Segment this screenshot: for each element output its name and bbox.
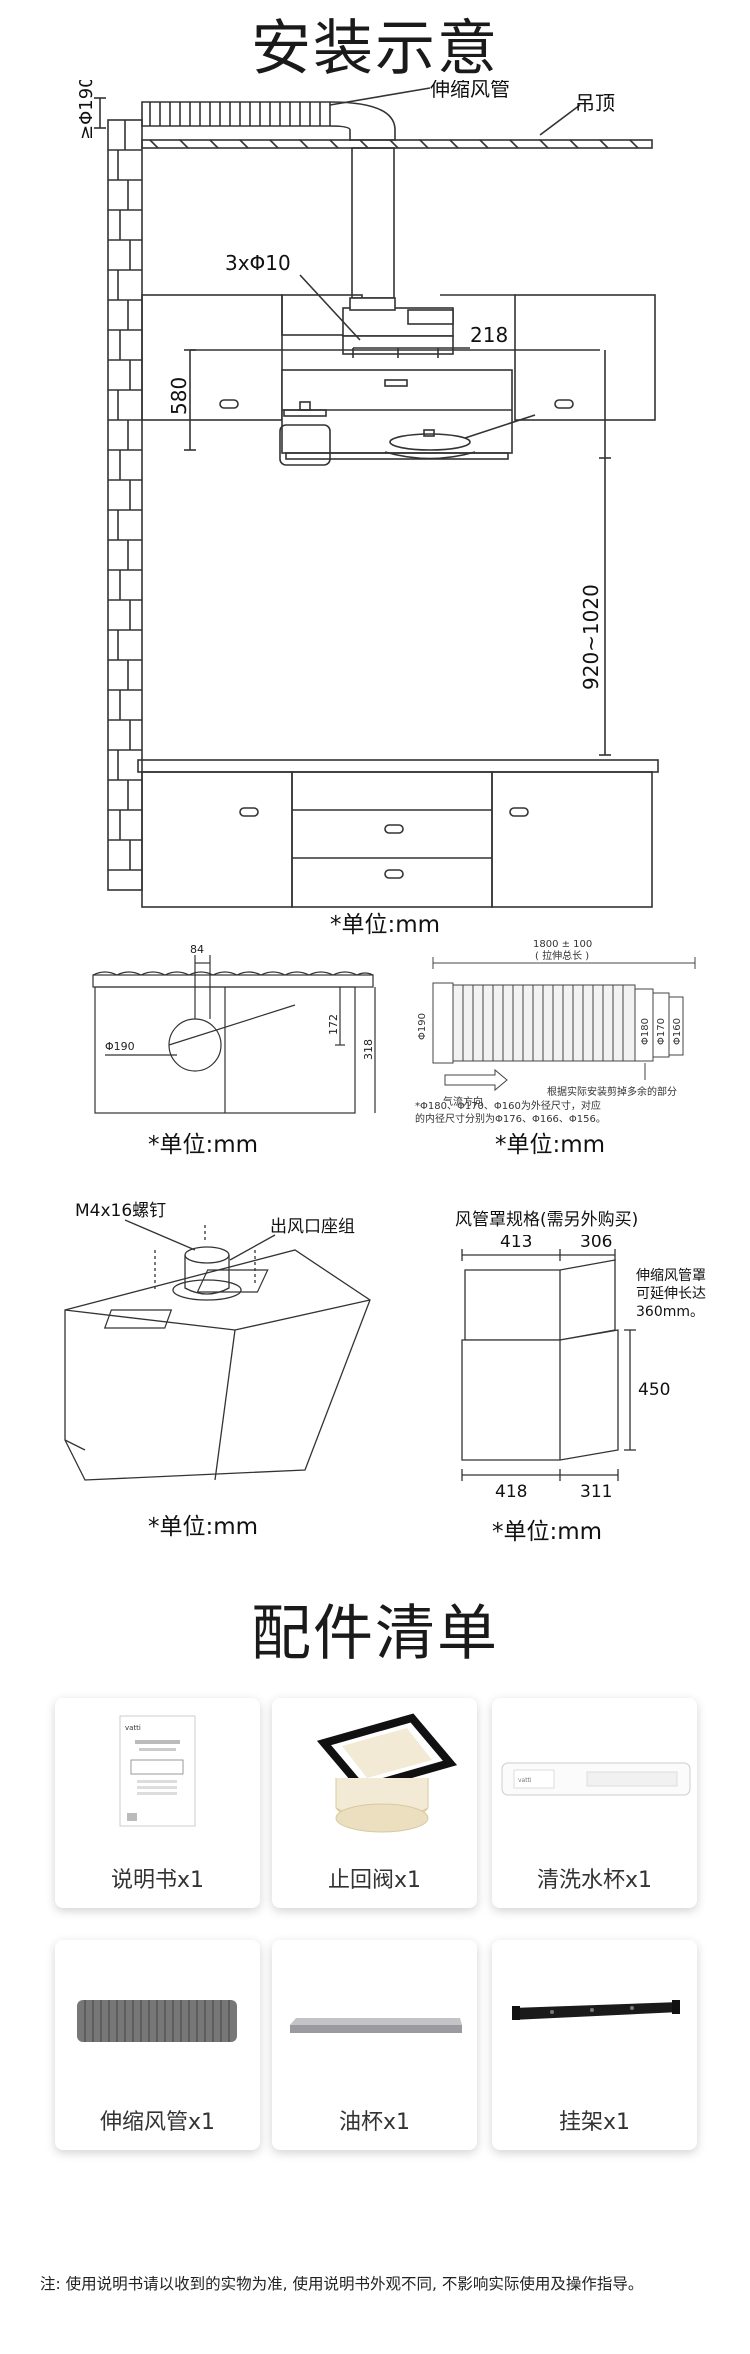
mounting-bracket-icon: [512, 2000, 680, 2020]
lower-cabinet-left: [141, 771, 293, 908]
pot: [279, 424, 331, 466]
hole-unit: *单位:mm: [148, 1132, 259, 1158]
upper-cabinet-right: [514, 294, 656, 421]
accessory-label-cleaning-cup: 清洗水杯x1: [536, 1868, 653, 1893]
outlet-unit: *单位:mm: [148, 1514, 259, 1540]
screws-label: 3xΦ10: [225, 251, 291, 275]
outlet-seat: [184, 1246, 230, 1264]
cover-note-3: 360mm。: [636, 1304, 704, 1320]
accessory-label-check-valve: 止回阀x1: [327, 1868, 422, 1893]
cover-note-1: 伸缩风管罩: [636, 1268, 706, 1284]
body-height-label: 580: [167, 377, 191, 415]
spacing-label: 218: [470, 323, 508, 347]
duct-diagram: 1800 ± 100 ( 拉伸总长 ) Φ190 Φ180 Φ170 Φ160 …: [415, 939, 696, 1125]
cover-lower: [461, 1329, 619, 1461]
accessory-label-oil-cup: 油杯x1: [338, 2110, 411, 2135]
airflow-label: 气流方向: [443, 1095, 483, 1108]
hole-dim-172: 172: [327, 1014, 340, 1035]
cover-unit: *单位:mm: [492, 1519, 603, 1545]
duct-height-label: ≥Φ190: [76, 80, 97, 140]
duct-dia-left: Φ190: [417, 1013, 428, 1040]
duct-dia-170: Φ170: [656, 1018, 667, 1045]
footer-note: 注: 使用说明书请以收到的实物为准, 使用说明书外观不同, 不影响实际使用及操作…: [40, 2275, 644, 2293]
install-title: 安装示意: [251, 14, 499, 84]
svg-text:vatti: vatti: [125, 1724, 141, 1732]
hole-dim-318: 318: [362, 1039, 375, 1060]
countertop: [137, 759, 659, 773]
duct-note-2: 的内径尺寸分别为Φ176、Φ166、Φ156。: [415, 1112, 606, 1125]
hood-body: [281, 369, 513, 454]
vertical-duct: [351, 147, 395, 299]
cover-diagram: 413 306 伸缩风管罩 可延伸长达 360mm。 450 418 311: [461, 1235, 706, 1502]
accessory-label-bracket: 挂架x1: [558, 2110, 631, 2135]
ceiling-label: 吊顶: [575, 91, 615, 115]
flex-duct-label: 伸缩风管: [430, 80, 510, 101]
brick-wall: [107, 119, 143, 891]
manual-icon: vatti: [119, 1715, 196, 1827]
cover-upper: [464, 1259, 616, 1341]
duct-length: 1800 ± 100: [533, 939, 592, 950]
install-unit: *单位:mm: [330, 912, 441, 938]
duct-length-note: ( 拉伸总长 ): [535, 949, 589, 962]
cover-bot-w: 418: [495, 1482, 527, 1502]
installation-diagram: 伸缩风管 吊顶 3xΦ10 218 ≥Φ190 580 920~1020: [76, 80, 659, 908]
lower-cabinet-right: [491, 771, 653, 908]
oil-cup-icon: [290, 2018, 462, 2033]
accessory-card-flex-duct: 伸缩风管x1: [55, 1940, 260, 2150]
upper-cabinet-left: [141, 294, 283, 421]
cover-bot-d: 311: [580, 1482, 612, 1502]
flex-duct: [141, 101, 396, 141]
cover-top-w: 413: [500, 1235, 532, 1252]
outlet-part-label: 出风口座组: [270, 1217, 355, 1237]
duct-end-left: [432, 982, 454, 1064]
hood-body: [64, 1249, 371, 1481]
outlet-diagram: M4x16螺钉 出风口座组: [64, 1201, 371, 1481]
cover-note-2: 可延伸长达: [636, 1286, 706, 1302]
duct-dia-160: Φ160: [672, 1018, 683, 1045]
cover-top-d: 306: [580, 1235, 612, 1252]
accessory-label-manual: 说明书x1: [110, 1868, 205, 1893]
hole-dim-84: 84: [190, 945, 204, 956]
airflow-arrow: [444, 1068, 508, 1092]
cover-height: 450: [638, 1380, 670, 1400]
check-valve-icon: [316, 1713, 458, 1833]
screw-label: M4x16螺钉: [75, 1201, 166, 1221]
accessory-card-oil-cup: 油杯x1: [272, 1940, 477, 2150]
accessory-card-cleaning-cup: vatti 清洗水杯x1: [492, 1698, 697, 1908]
accessories-title: 配件清单: [251, 1599, 499, 1669]
accessory-card-check-valve: 止回阀x1: [272, 1698, 477, 1908]
duct-note-1: *Φ180、Φ170、Φ160为外径尺寸，对应: [415, 1099, 601, 1112]
flex-duct-icon: [77, 2000, 237, 2042]
accessory-card-manual: vatti 说明书x1: [55, 1698, 260, 1908]
drawers: [291, 771, 493, 908]
mount-height-label: 920~1020: [579, 584, 603, 690]
duct-dia-180: Φ180: [640, 1018, 651, 1045]
duct-unit: *单位:mm: [495, 1132, 606, 1158]
accessory-label-flex-duct: 伸缩风管x1: [99, 2110, 216, 2135]
accessory-card-bracket: 挂架x1: [492, 1940, 697, 2150]
svg-text:vatti: vatti: [518, 1777, 532, 1784]
cut-note: 根据实际安装剪掉多余的部分: [547, 1085, 677, 1098]
cleaning-cup-icon: vatti: [501, 1762, 691, 1796]
cover-title: 风管罩规格(需另外购买): [455, 1210, 639, 1230]
hole-diagram: 84 172 318 Φ190: [92, 945, 376, 1114]
pan: [384, 451, 476, 460]
duct-hole: [168, 1018, 222, 1072]
hole-dim-190: Φ190: [105, 1040, 135, 1053]
ceiling-strip: [92, 974, 374, 988]
